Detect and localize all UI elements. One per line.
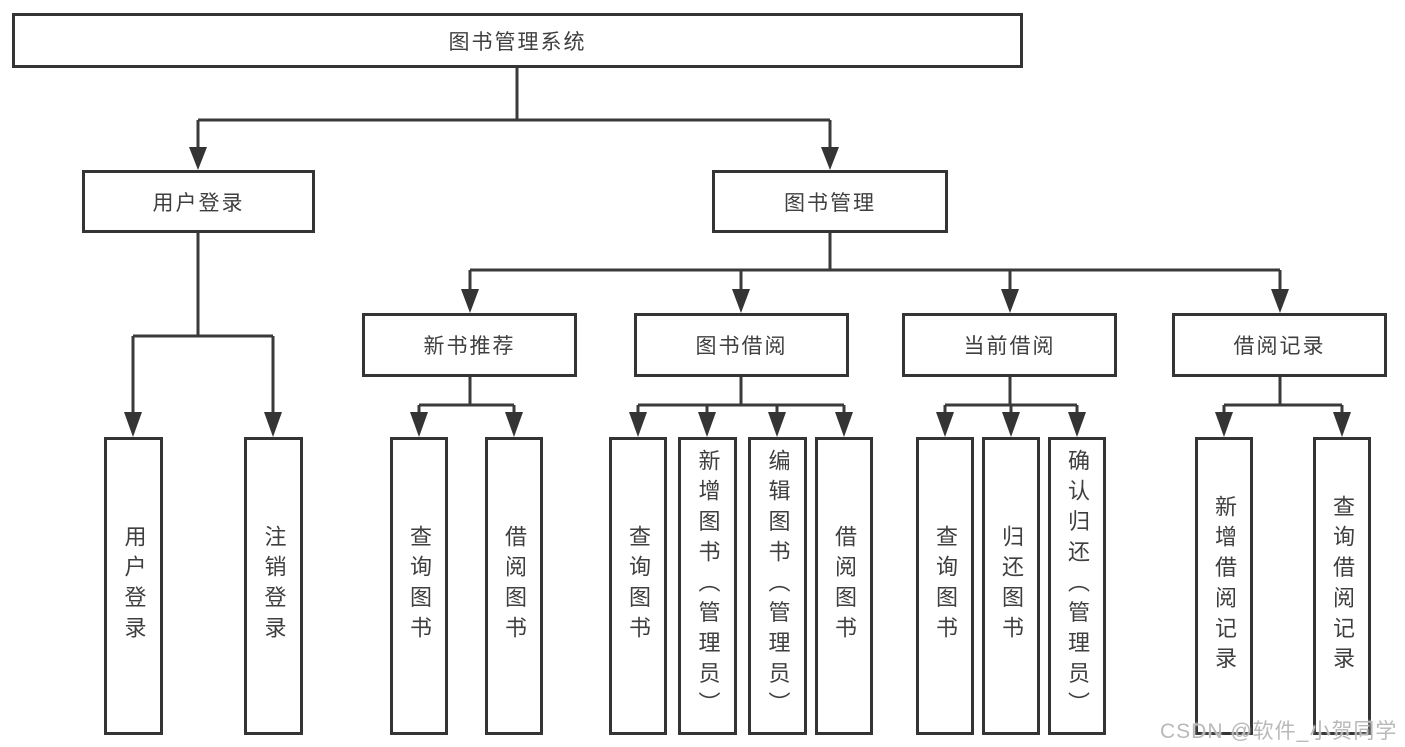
node-current-borrow: 当前借阅 (902, 313, 1117, 377)
leaf-query-borrow-record: 查询借阅记录 (1313, 437, 1371, 735)
leaf-query-books-borrow: 查询图书 (609, 437, 667, 735)
arrowhead (410, 412, 428, 437)
arrowhead (821, 147, 839, 170)
arrowhead (698, 412, 716, 437)
arrowhead (505, 412, 523, 437)
node-new-book-recommend: 新书推荐 (362, 313, 577, 377)
arrowhead (835, 412, 853, 437)
connector-book-management-to-level3 (468, 233, 1282, 290)
leaf-query-books-current: 查询图书 (916, 437, 974, 735)
arrowhead (1068, 412, 1086, 437)
arrowhead (732, 289, 750, 313)
leaf-confirm-return-admin: 确认归还（管理员） (1048, 437, 1106, 735)
node-user-login: 用户登录 (82, 170, 315, 233)
arrowhead (189, 147, 207, 170)
arrowhead (768, 412, 786, 437)
node-borrow-records: 借阅记录 (1172, 313, 1387, 377)
leaf-borrow-books: 借阅图书 (815, 437, 873, 735)
arrowhead (1215, 412, 1233, 437)
leaf-user-login: 用户登录 (104, 437, 163, 735)
arrowhead (264, 412, 282, 437)
leaf-add-books-admin: 新增图书（管理员） (678, 437, 737, 735)
connector-root-to-level2 (196, 68, 832, 148)
node-book-management: 图书管理 (712, 170, 948, 233)
leaf-query-books-recommend: 查询图书 (390, 437, 448, 735)
node-book-borrow: 图书借阅 (634, 313, 849, 377)
node-root: 图书管理系统 (12, 13, 1023, 68)
leaf-logout: 注销登录 (244, 437, 303, 735)
connector-current-borrow-to-leaves (943, 377, 1079, 414)
leaf-add-borrow-record: 新增借阅记录 (1195, 437, 1253, 735)
arrowhead (1271, 289, 1289, 313)
arrowhead (1333, 412, 1351, 437)
arrowhead (124, 412, 142, 437)
leaf-edit-books-admin: 编辑图书（管理员） (748, 437, 807, 735)
connector-new-book-to-leaves (417, 377, 516, 414)
arrowhead (1001, 289, 1019, 313)
leaf-return-books: 归还图书 (982, 437, 1040, 735)
arrowhead (1002, 412, 1020, 437)
leaf-borrow-books-recommend: 借阅图书 (485, 437, 543, 735)
arrowhead (461, 289, 479, 313)
connector-borrow-records-to-leaves (1222, 377, 1344, 414)
connector-book-borrow-to-leaves (636, 377, 846, 414)
connector-user-login-to-leaves (131, 233, 275, 414)
arrowhead (629, 412, 647, 437)
arrowhead (936, 412, 954, 437)
csdn-watermark: CSDN @软件_小贺同学 (1160, 720, 1398, 743)
